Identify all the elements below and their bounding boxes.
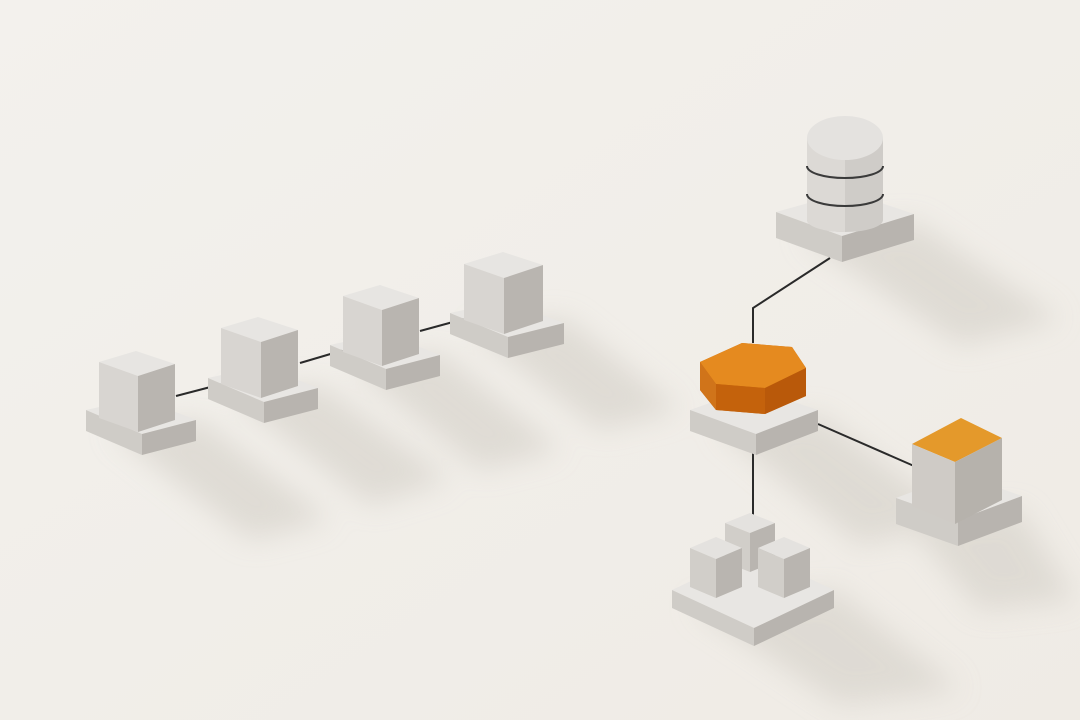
cube-top	[221, 317, 298, 342]
chain-node-4	[450, 252, 564, 358]
service-node	[896, 418, 1022, 546]
chain-node-2	[208, 317, 318, 423]
cube-top	[99, 351, 175, 376]
chain-node-3	[330, 285, 440, 390]
cube-top	[912, 418, 1002, 462]
cube-top	[343, 285, 419, 310]
edge-hub-database	[752, 257, 831, 343]
hexagon-icon	[700, 343, 806, 414]
cube-top	[464, 252, 543, 278]
cluster-node	[672, 513, 834, 646]
database-node	[776, 116, 914, 262]
hub-node	[690, 343, 818, 455]
edge-hub-service	[817, 423, 915, 467]
database-icon	[806, 116, 884, 232]
chain-node-1	[86, 351, 196, 455]
cube-group-icon	[690, 513, 810, 598]
